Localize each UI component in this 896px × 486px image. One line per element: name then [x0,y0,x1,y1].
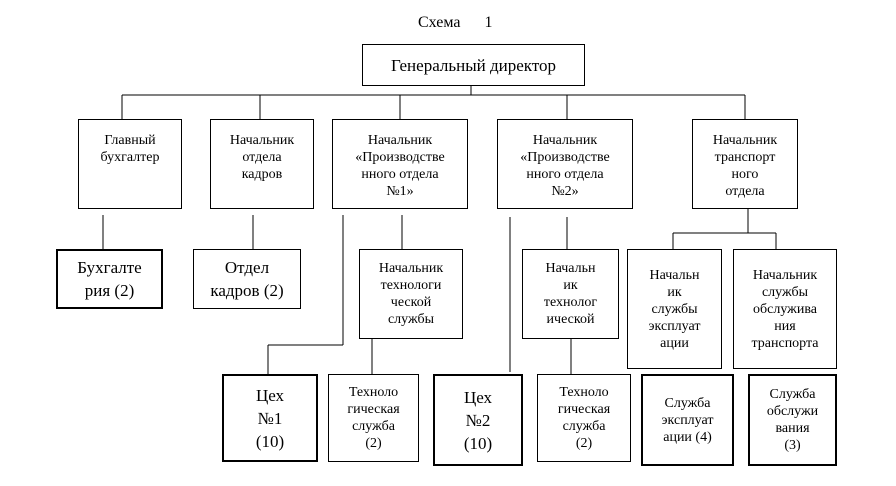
tech-service-2-head-box: Начальн ик технолог ической [522,249,619,339]
hr-head-box: Начальник отдела кадров [210,119,314,209]
workshop-2-box: Цех №2 (10) [433,374,523,466]
accounting-box: Бухгалте рия (2) [56,249,163,309]
operations-service-box: Служба эксплуат ации (4) [641,374,734,466]
tech-service-1-box: Техноло гическая служба (2) [328,374,419,462]
workshop-1-box: Цех №1 (10) [222,374,318,462]
chief-accountant-box: Главный бухгалтер [78,119,182,209]
production-2-head-box: Начальник «Производстве нного отдела №2» [497,119,633,209]
maintenance-head-box: Начальник службы обслужива ния транспорт… [733,249,837,369]
transport-head-box: Начальник транспорт ного отдела [692,119,798,209]
diagram-title: Схема 1 [418,14,493,31]
tech-service-1-head-box: Начальник технологи ческой службы [359,249,463,339]
maintenance-service-box: Служба обслужи вания (3) [748,374,837,466]
hr-department-box: Отдел кадров (2) [193,249,301,309]
production-1-head-box: Начальник «Производстве нного отдела №1» [332,119,468,209]
tech-service-2-box: Техноло гическая служба (2) [537,374,631,462]
operations-head-box: Начальн ик службы эксплуат ации [627,249,722,369]
general-director-box: Генеральный директор [362,44,585,86]
